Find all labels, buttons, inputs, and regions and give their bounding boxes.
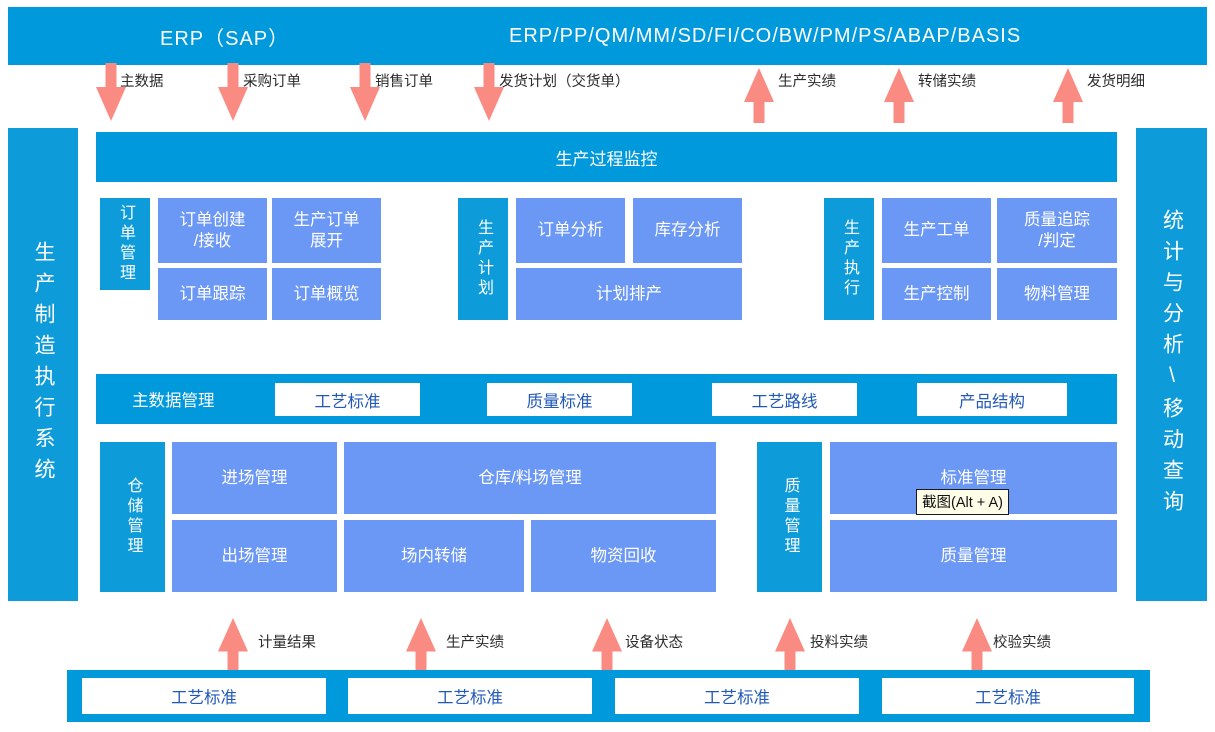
lower-group-label-text: 仓储管理 xyxy=(124,477,142,557)
flow-label: 发货明细 xyxy=(1087,74,1145,90)
lower-group-label: 仓储管理 xyxy=(100,442,165,592)
bottom-standards-bar: 工艺标准工艺标准工艺标准工艺标准 xyxy=(67,670,1150,722)
module-group-label: 订单管理 xyxy=(100,198,150,290)
screenshot-tooltip: 截图(Alt + A) xyxy=(916,489,1009,515)
module-tile[interactable]: 订单跟踪 xyxy=(158,268,267,320)
lower-tile[interactable]: 出场管理 xyxy=(172,520,337,592)
flow-arrow-up-icon xyxy=(884,68,914,123)
module-tile[interactable]: 生产订单展开 xyxy=(272,198,381,263)
flow-arrow-up-icon xyxy=(406,618,436,672)
flow-arrow-down-icon xyxy=(474,63,504,121)
module-tile[interactable]: 订单概览 xyxy=(272,268,381,320)
flow-label: 设备状态 xyxy=(625,635,683,651)
flow-arrow-down-icon xyxy=(96,63,126,121)
sidebar-right-label: 统计与分析\移动查询 xyxy=(1160,208,1184,521)
module-tile[interactable]: 库存分析 xyxy=(633,198,742,263)
module-group-label-text: 生产计划 xyxy=(475,219,492,299)
sidebar-right-analytics: 统计与分析\移动查询 xyxy=(1136,128,1207,601)
module-group-label: 生产计划 xyxy=(458,198,508,320)
master-data-bar: 主数据管理 工艺标准 质量标准 工艺路线 产品结构 xyxy=(96,374,1117,424)
lower-tile[interactable]: 物资回收 xyxy=(531,520,716,592)
master-data-box[interactable]: 工艺路线 xyxy=(712,383,857,416)
erp-header-bar: ERP（SAP） ERP/PP/QM/MM/SD/FI/CO/BW/PM/PS/… xyxy=(8,7,1207,65)
module-tile[interactable]: 生产工单 xyxy=(882,198,991,263)
flow-label: 主数据 xyxy=(120,74,164,90)
erp-sap-title: ERP（SAP） xyxy=(160,27,290,50)
master-data-box[interactable]: 工艺标准 xyxy=(275,383,420,416)
lower-tile[interactable]: 进场管理 xyxy=(172,442,337,514)
erp-modules-title: ERP/PP/QM/MM/SD/FI/CO/BW/PM/PS/ABAP/BASI… xyxy=(509,24,1022,47)
flow-arrow-down-icon xyxy=(218,63,248,121)
flow-arrow-up-icon xyxy=(775,618,805,672)
master-data-label: 主数据管理 xyxy=(132,392,215,410)
lower-tile[interactable]: 场内转储 xyxy=(344,520,524,592)
module-group-label: 生产执行 xyxy=(824,198,874,320)
flow-label: 生产实绩 xyxy=(778,74,836,90)
bottom-standard-box[interactable]: 工艺标准 xyxy=(348,678,592,714)
flow-label: 采购订单 xyxy=(243,74,301,90)
flow-arrow-up-icon xyxy=(1053,68,1083,123)
sidebar-left-label: 生产制造执行系统 xyxy=(32,240,56,489)
bottom-standard-box[interactable]: 工艺标准 xyxy=(882,678,1134,714)
production-monitor-label: 生产过程监控 xyxy=(555,149,658,169)
flow-arrow-up-icon xyxy=(744,68,774,123)
flow-label: 转储实绩 xyxy=(918,74,976,90)
module-tile[interactable]: 计划排产 xyxy=(516,268,742,320)
module-tile[interactable]: 质量追踪/判定 xyxy=(997,198,1117,263)
sidebar-left-mes: 生产制造执行系统 xyxy=(8,128,78,601)
master-data-box[interactable]: 质量标准 xyxy=(487,383,632,416)
flow-label: 发货计划（交货单） xyxy=(499,74,630,90)
flow-label: 计量结果 xyxy=(258,635,316,651)
lower-group-label-text: 质量管理 xyxy=(781,477,799,557)
flow-arrow-down-icon xyxy=(350,63,380,121)
center-content: 生产过程监控 订单管理 订单创建/接收生产订单展开订单跟踪订单概览 生产计划 订单分析… xyxy=(96,128,1122,601)
flow-label: 校验实绩 xyxy=(993,635,1051,651)
lower-tile[interactable]: 质量管理 xyxy=(830,520,1117,592)
bottom-standard-box[interactable]: 工艺标准 xyxy=(82,678,326,714)
flow-label: 销售订单 xyxy=(375,74,433,90)
module-group-label-text: 生产执行 xyxy=(841,219,858,299)
lower-group-label: 质量管理 xyxy=(757,442,822,592)
module-tile[interactable]: 订单创建/接收 xyxy=(158,198,267,263)
module-group-label-text: 订单管理 xyxy=(117,204,134,284)
production-monitor-bar: 生产过程监控 xyxy=(96,132,1117,182)
module-tile[interactable]: 订单分析 xyxy=(516,198,625,263)
module-tile[interactable]: 物料管理 xyxy=(997,268,1117,320)
master-data-box[interactable]: 产品结构 xyxy=(917,383,1067,416)
flow-arrow-up-icon xyxy=(592,618,622,672)
lower-tile[interactable]: 仓库/料场管理 xyxy=(344,442,716,514)
module-tile[interactable]: 生产控制 xyxy=(882,268,991,320)
flow-label: 生产实绩 xyxy=(446,635,504,651)
bottom-standard-box[interactable]: 工艺标准 xyxy=(615,678,859,714)
flow-arrow-up-icon xyxy=(962,618,992,672)
flow-arrow-up-icon xyxy=(218,618,248,672)
flow-label: 投料实绩 xyxy=(810,635,868,651)
